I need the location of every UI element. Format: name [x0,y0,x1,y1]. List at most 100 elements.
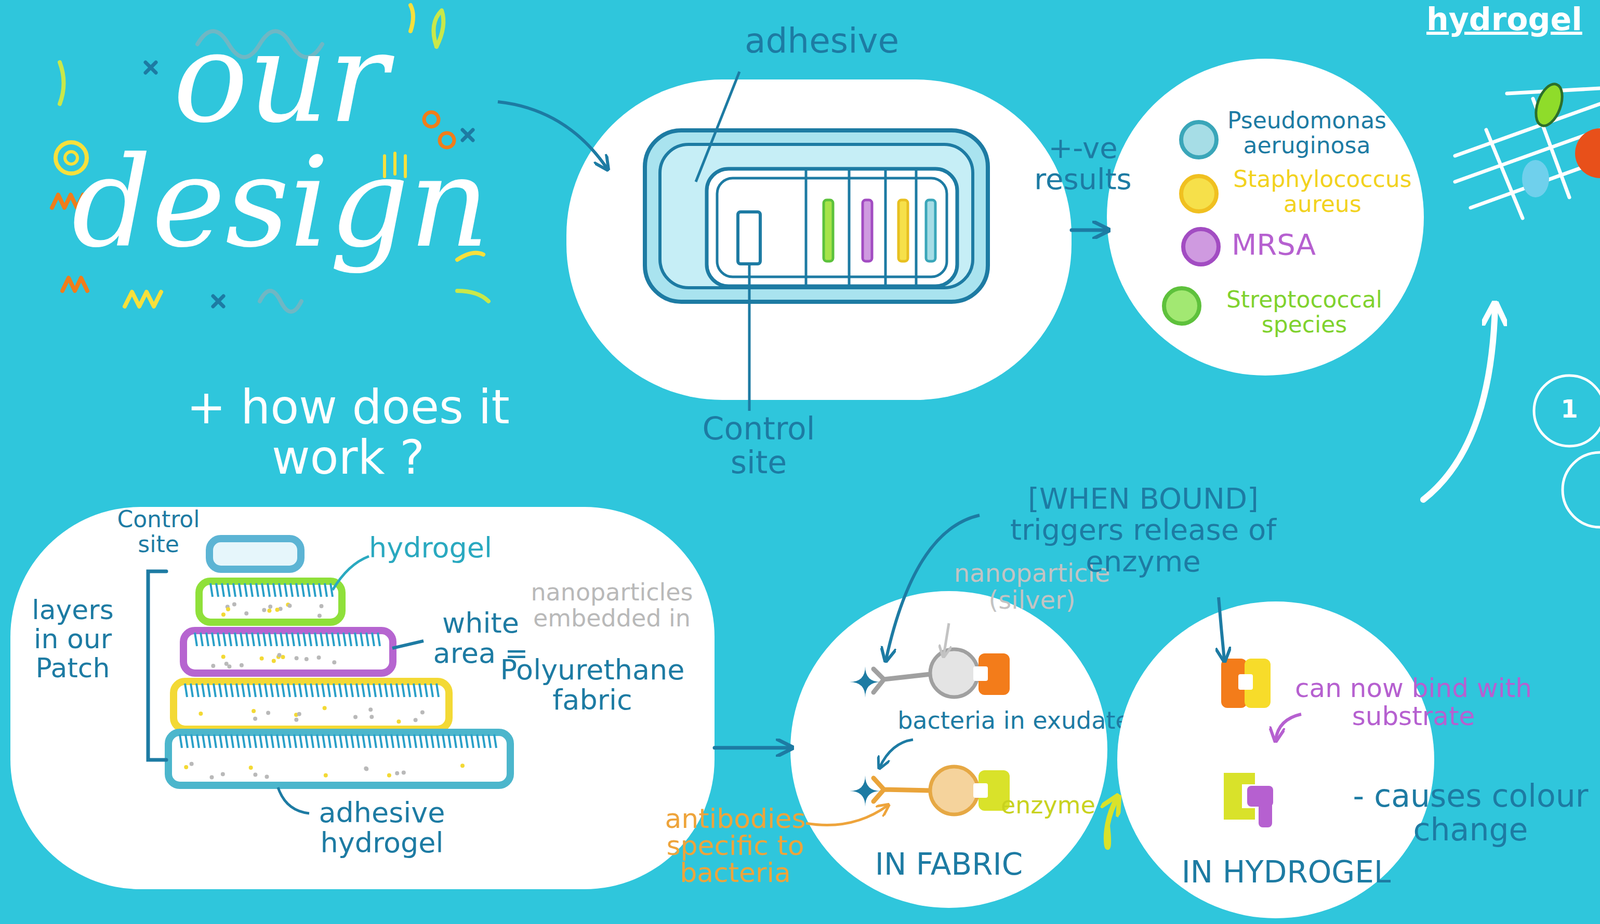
legend-text: Streptococcal species [1205,287,1404,337]
illustration-shape [265,683,268,698]
illustration-shape [240,632,243,647]
illustration-shape [898,200,908,262]
illustration-shape [10,507,715,890]
illustration-shape [323,773,328,778]
illustration-shape [327,683,330,698]
illustration-shape [229,632,232,647]
illustration-shape [286,632,289,647]
illustration-shape [848,168,851,287]
legend-text: MRSA [1231,229,1336,261]
illustration-shape [294,656,299,661]
illustration-shape [299,683,302,698]
illustration-shape [414,734,417,749]
illustration-shape [410,5,414,32]
illustration-shape [408,734,411,749]
illustration-shape [387,773,392,778]
patch-overview: adhesiveControl site [566,79,1072,401]
illustration-shape [737,212,761,264]
illustration-shape [234,632,237,647]
note-text: - causes colour change [1345,779,1596,848]
results-circle: Pseudomonas aeruginosaStaphylococcus aur… [1106,58,1424,376]
illustration-shape [1534,375,1600,447]
illustration-shape [345,683,348,698]
illustration-shape [202,734,205,749]
illustration-shape [304,657,309,662]
illustration-shape [261,583,264,598]
illustration-shape [413,683,416,698]
illustration-shape [1258,799,1273,828]
illustration-shape [362,683,365,698]
illustration-shape [326,632,329,647]
illustration-shape [367,683,370,698]
illustration-shape [317,613,322,618]
circle-heading: IN FABRIC [826,848,1071,882]
illustration-shape [257,632,260,647]
illustration-shape [219,683,222,698]
illustration-shape [221,655,226,660]
illustration-shape [280,632,283,647]
illustration-shape [276,683,279,698]
illustration-shape [322,706,327,711]
illustration-shape [273,583,276,598]
illustration-shape [297,712,302,717]
illustration-shape [282,734,285,749]
illustration-shape [213,683,216,698]
illustration-shape [1532,98,1570,198]
illustration-shape [217,632,220,647]
illustration-shape [1423,306,1496,500]
illustration-shape [1530,80,1568,130]
illustration-shape [225,683,228,698]
illustration-shape [350,683,353,698]
illustration-shape [566,79,1072,401]
part-label: bacteria in exudate [896,708,1131,735]
illustration-shape [1106,58,1424,376]
illustration-shape [460,763,465,769]
illustration-shape [425,683,428,698]
illustration-shape [1164,288,1200,324]
illustration-shape [253,717,258,722]
illustration-shape [294,734,297,749]
illustration-shape [210,664,216,669]
illustration-shape [236,734,240,749]
illustration-shape [276,734,280,749]
illustration-shape [62,278,88,292]
illustration-shape [324,583,327,598]
illustration-shape [413,718,418,723]
illustration-shape [396,683,399,698]
layer-label: adhesive hydrogel [301,798,463,859]
illustration-shape [311,734,314,749]
illustration-shape [183,630,393,674]
illustration-shape [247,683,250,698]
node-outline [566,79,1072,401]
illustration-shape [1562,452,1600,528]
legend-text: Pseudomonas aeruginosa [1218,108,1396,158]
illustration-shape [482,734,485,749]
illustration-shape [354,632,357,647]
illustration-shape [332,632,335,647]
illustration-shape [1506,88,1600,94]
illustration-shape [296,583,299,598]
illustration-shape [224,662,229,667]
illustration-shape [973,783,988,799]
illustration-shape [223,632,226,647]
hydrogel-circle: can now bind with substrateIN HYDROGEL [1117,601,1435,919]
illustration-shape [261,608,267,613]
illustration-shape [379,734,382,749]
illustration-shape [884,168,888,287]
illustration-shape [401,771,406,776]
illustration-shape [695,71,740,182]
illustration-shape [268,604,273,610]
illustration-shape [252,632,255,647]
illustration-shape [319,604,324,609]
illustration-shape [279,583,282,598]
illustration-shape [368,734,371,749]
illustration-shape [390,683,393,698]
illustration-shape [210,583,213,598]
illustration-shape [270,683,273,698]
illustration-shape [278,787,310,814]
illustration-shape [420,710,425,716]
callout-number: 1 [1543,395,1596,423]
illustration-shape [284,583,287,598]
layer-label: Polyurethane fabric [480,655,705,717]
illustration-shape [1455,129,1600,182]
